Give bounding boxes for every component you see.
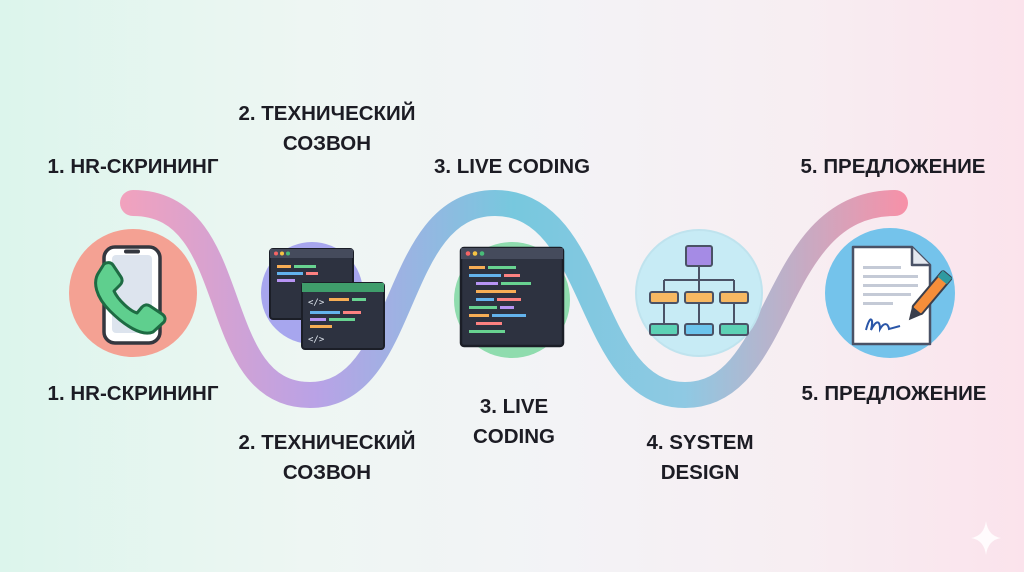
signed-document-icon xyxy=(851,245,953,346)
connector-path xyxy=(120,189,908,409)
step-5-bottom-label: 5. ПРЕДЛОЖЕНИЕ xyxy=(801,382,987,405)
svg-text:</>: </> xyxy=(308,298,325,308)
step-1-node xyxy=(69,229,197,357)
step-2-bottom-label: 2. ТЕХНИЧЕСКИЙ СОЗВОН xyxy=(238,431,416,484)
sparkle-icon xyxy=(971,521,1001,555)
code-editor-icon xyxy=(459,246,565,348)
step-2-node: </> </> xyxy=(261,242,385,350)
step-2-top-label: 2. ТЕХНИЧЕСКИЙ СОЗВОН xyxy=(238,102,416,155)
step-1-bottom-label: 1. HR-СКРИНИНГ xyxy=(47,382,219,405)
step-3-node xyxy=(454,242,570,358)
hierarchy-diagram-icon xyxy=(649,245,749,336)
step-5-node xyxy=(825,228,955,358)
step-4-bottom-label: 4. SYSTEM DESIGN xyxy=(646,431,754,484)
step-4-node xyxy=(635,229,763,357)
step-3-bottom-label: 3. LIVE CODING xyxy=(473,395,555,448)
svg-text:</>: </> xyxy=(308,335,325,345)
step-3-top-label: 3. LIVE CODING xyxy=(433,155,591,178)
step-5-top-label: 5. ПРЕДЛОЖЕНИЕ xyxy=(800,155,986,178)
step-1-top-label: 1. HR-СКРИНИНГ xyxy=(47,155,219,178)
code-windows-icon: </> </> xyxy=(269,248,385,350)
phone-icon xyxy=(94,245,167,345)
